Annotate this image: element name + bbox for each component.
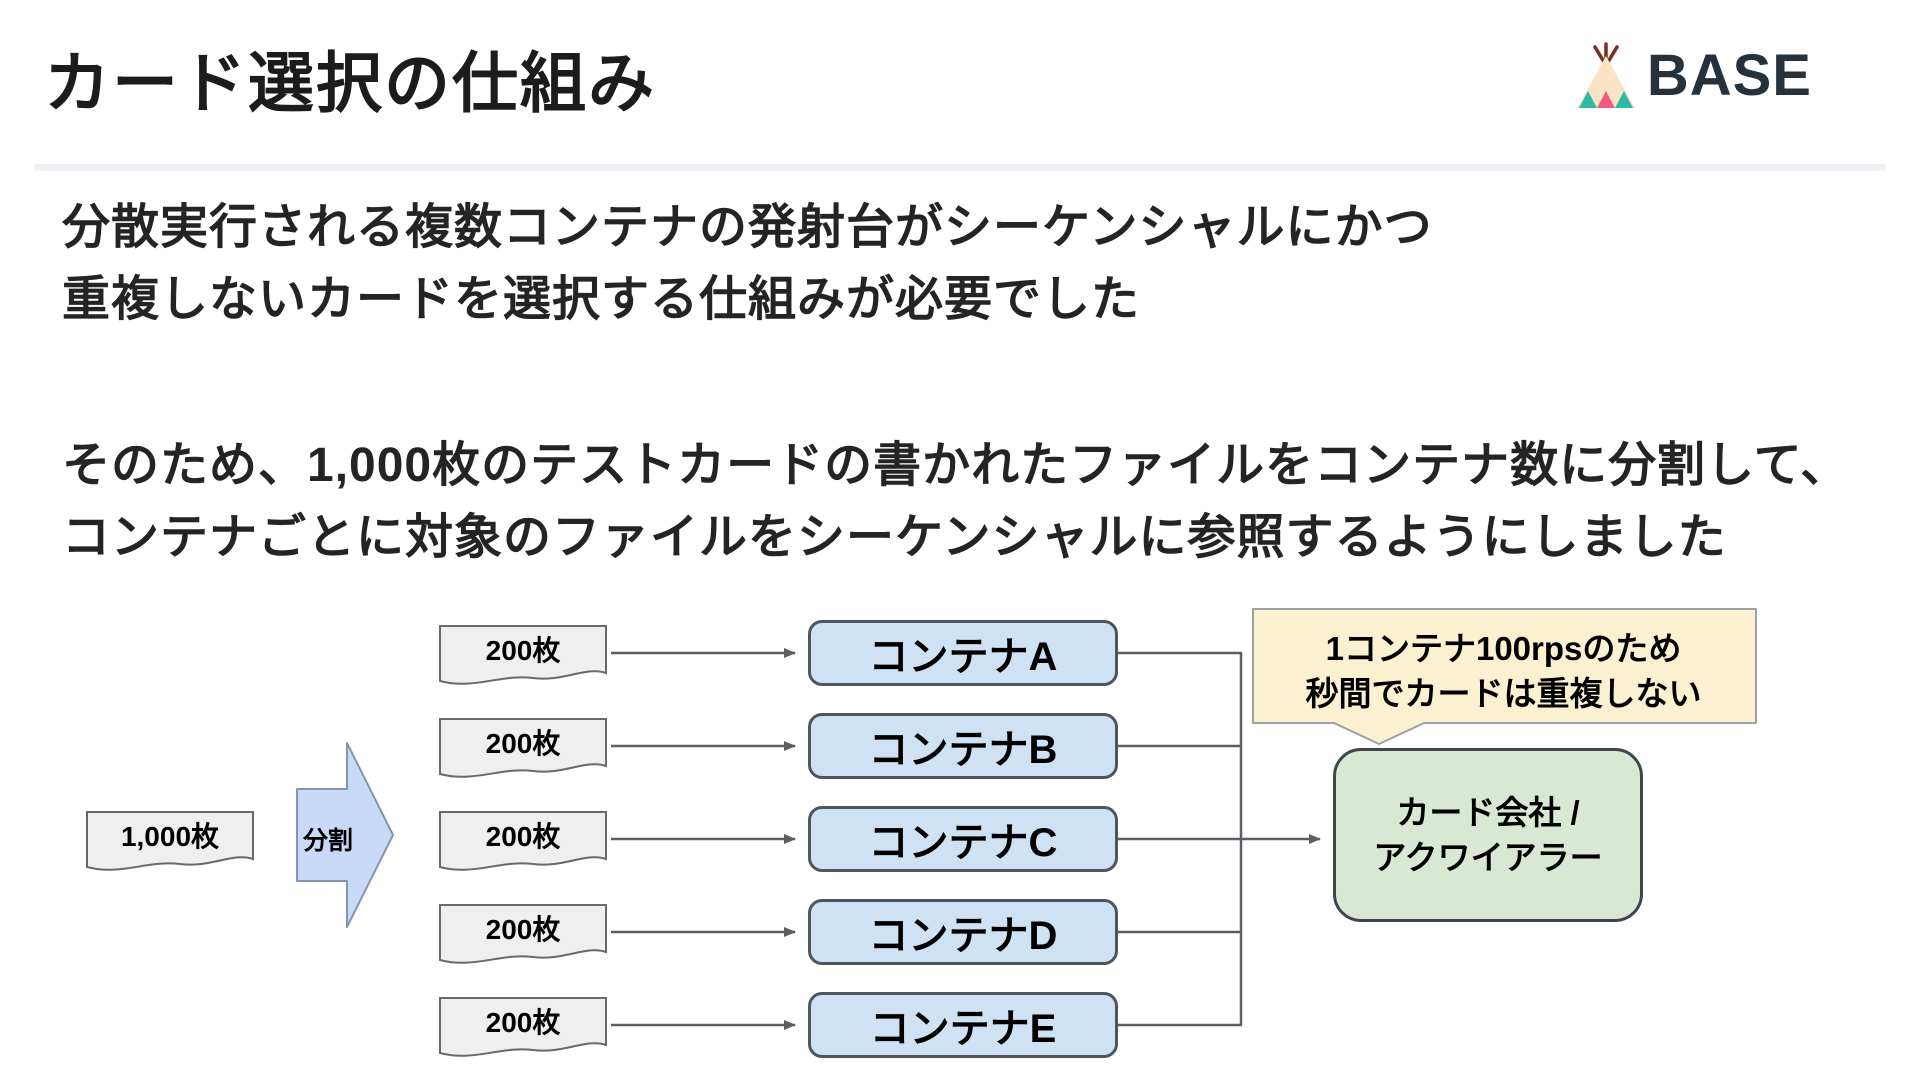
paragraph-1-line-1: 分散実行される複数コンテナの発射台がシーケンシャルにかつ — [62, 201, 1433, 254]
paragraph-2-line-2: コンテナごとに対象のファイルをシーケンシャルに参照するようにしました — [62, 511, 1727, 564]
split-document: 200枚 — [437, 623, 609, 691]
paragraph-1: 分散実行される複数コンテナの発射台がシーケンシャルにかつ 重複しないカードを選択… — [62, 192, 1433, 336]
callout-text: 1コンテナ100rpsのため 秒間でカードは重複しない — [1252, 626, 1755, 716]
header-divider — [35, 164, 1885, 171]
paragraph-2-line-1: そのため、1,000枚のテストカードの書かれたファイルをコンテナ数に分割して、 — [62, 439, 1850, 492]
destination-line-2: アクワイアラー — [1373, 839, 1603, 876]
brand-logo: BASE — [1575, 40, 1812, 110]
container-node-d: コンテナD — [808, 899, 1118, 965]
page-title: カード選択の仕組み — [44, 46, 656, 120]
split-document-label: 200枚 — [485, 1007, 561, 1038]
container-node-e: コンテナE — [808, 992, 1118, 1058]
split-document-label: 200枚 — [485, 914, 561, 945]
destination-line-1: カード会社 / — [1396, 794, 1580, 831]
split-document: 200枚 — [437, 995, 609, 1063]
paragraph-2: そのため、1,000枚のテストカードの書かれたファイルをコンテナ数に分割して、 … — [62, 430, 1849, 574]
source-document: 1,000枚 — [84, 809, 256, 877]
split-arrow — [296, 742, 394, 928]
split-document: 200枚 — [437, 902, 609, 970]
container-node-a: コンテナA — [808, 620, 1118, 686]
callout-line-1: 1コンテナ100rpsのため — [1325, 630, 1682, 667]
container-node-c: コンテナC — [808, 806, 1118, 872]
container-node-b: コンテナB — [808, 713, 1118, 779]
paragraph-1-line-2: 重複しないカードを選択する仕組みが必要でした — [62, 273, 1141, 326]
split-document: 200枚 — [437, 716, 609, 784]
callout-bubble — [1248, 604, 1760, 750]
split-document: 200枚 — [437, 809, 609, 877]
split-document-label: 200枚 — [485, 728, 561, 759]
teepee-icon — [1575, 40, 1637, 110]
split-arrow-label: 分割 — [302, 827, 353, 855]
callout-line-2: 秒間でカードは重複しない — [1305, 675, 1702, 712]
destination-node: カード会社 / アクワイアラー — [1333, 748, 1643, 922]
brand-name: BASE — [1646, 42, 1812, 108]
split-document-label: 200枚 — [485, 821, 561, 852]
split-document-label: 200枚 — [485, 635, 561, 666]
source-document-label: 1,000枚 — [120, 821, 220, 852]
